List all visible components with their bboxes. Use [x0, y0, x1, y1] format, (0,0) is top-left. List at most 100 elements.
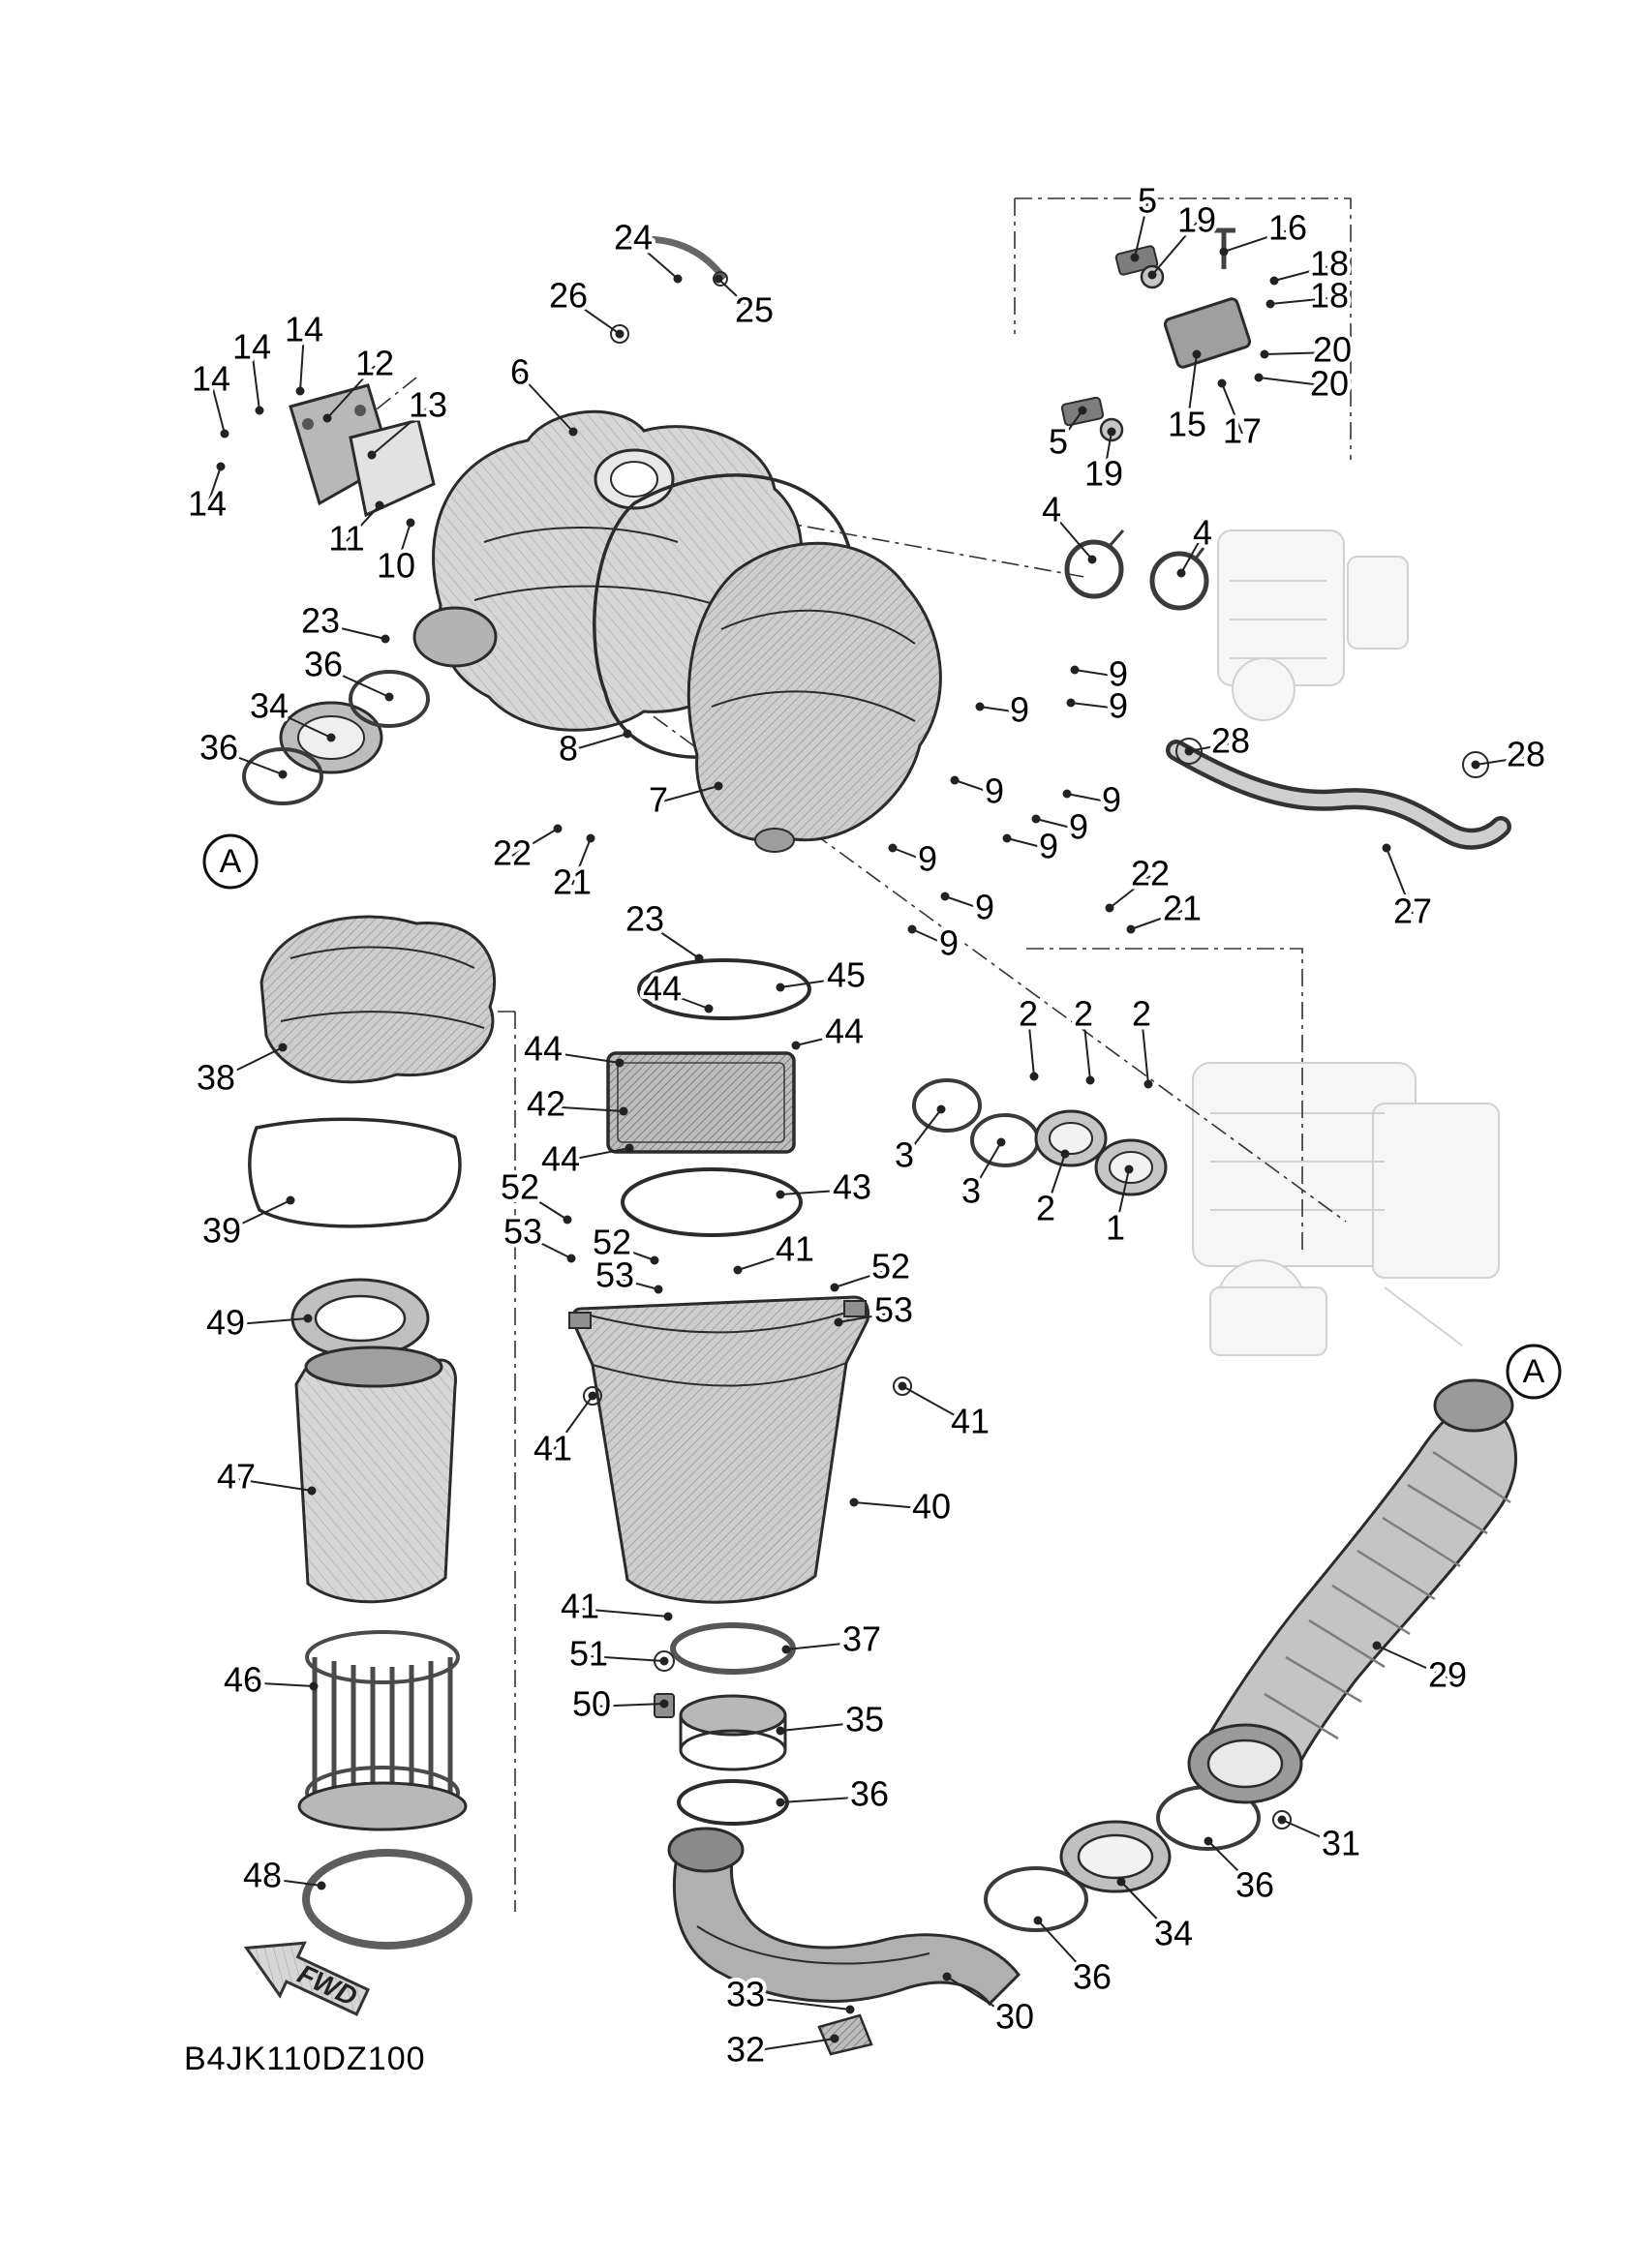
- callout-27: 27: [1382, 843, 1436, 935]
- callout-number: 22: [493, 833, 532, 873]
- part-stay-rod: [610, 236, 728, 344]
- callout-25: 25: [714, 274, 777, 334]
- callout-number: 21: [1163, 889, 1202, 928]
- callout-number: 44: [541, 1139, 580, 1179]
- callout-18: 18: [1265, 272, 1353, 319]
- callout-44: 44: [791, 1008, 868, 1055]
- callout-52: 52: [497, 1164, 572, 1225]
- callout-number: 36: [199, 728, 238, 768]
- callout-53: 53: [500, 1208, 576, 1263]
- callout-53: 53: [834, 1286, 917, 1334]
- part-intake-joints: [912, 1078, 1168, 1196]
- callout-number: 29: [1428, 1655, 1467, 1695]
- callout-41: 41: [898, 1381, 993, 1445]
- callout-number: 3: [895, 1135, 914, 1175]
- callout-8: 8: [555, 725, 632, 772]
- callout-number: 14: [232, 327, 271, 367]
- callout-number: 46: [224, 1660, 262, 1700]
- callout-50: 50: [568, 1680, 669, 1728]
- callout-number: 4: [1193, 513, 1212, 553]
- callout-number: 24: [614, 218, 653, 257]
- callout-52: 52: [589, 1219, 659, 1266]
- callout-11: 11: [324, 500, 384, 562]
- callout-14: 14: [229, 323, 275, 415]
- callout-number: 2: [1074, 994, 1093, 1034]
- callout-2: 2: [1015, 990, 1042, 1081]
- callout-30: 30: [942, 1972, 1038, 2041]
- part-air-cleaner-case: [568, 1295, 870, 1604]
- callout-number: 9: [1109, 654, 1128, 694]
- callout-44: 44: [639, 965, 714, 1013]
- callout-23: 23: [622, 895, 704, 963]
- callout-52: 52: [830, 1243, 914, 1292]
- callout-2: 2: [1128, 990, 1155, 1089]
- callout-47: 47: [213, 1453, 317, 1500]
- callout-number: 26: [549, 276, 588, 316]
- callout-31: 31: [1277, 1815, 1364, 1867]
- callout-number: 9: [1102, 780, 1121, 820]
- callout-number: 40: [912, 1487, 951, 1527]
- callout-number: 5: [1138, 181, 1157, 221]
- part-duct-joint-right: [984, 1785, 1261, 1932]
- callout-number: 48: [243, 1856, 282, 1895]
- callout-9: 9: [907, 920, 962, 967]
- callout-number: 22: [1131, 854, 1170, 893]
- callout-number: 19: [1177, 200, 1216, 240]
- callout-39: 39: [198, 1195, 295, 1255]
- callout-number: 2: [1132, 994, 1151, 1034]
- callout-15: 15: [1164, 349, 1210, 448]
- callout-3: 3: [958, 1137, 1006, 1215]
- callout-19: 19: [1147, 197, 1220, 280]
- callout-number: 9: [1039, 827, 1058, 866]
- callout-49: 49: [202, 1299, 313, 1346]
- ref-marker-A: A: [202, 833, 259, 890]
- callout-number: 25: [735, 290, 774, 330]
- callout-9: 9: [888, 835, 941, 883]
- callout-number: 41: [533, 1429, 572, 1468]
- callout-number: 35: [845, 1700, 884, 1739]
- part-seal-49: [290, 1278, 430, 1359]
- callout-number: 9: [1109, 686, 1128, 726]
- callout-number: 2: [1036, 1189, 1055, 1228]
- callout-number: 44: [825, 1012, 864, 1051]
- callout-number: 10: [377, 546, 415, 586]
- part-left-duct-joint: [242, 670, 430, 805]
- callout-number: 36: [1235, 1865, 1274, 1905]
- callout-14: 14: [281, 306, 327, 396]
- callout-number: 9: [1069, 807, 1088, 847]
- callout-14: 14: [188, 355, 234, 438]
- part-resonator-gasket: [248, 1117, 462, 1228]
- callout-9: 9: [1002, 823, 1062, 870]
- callout-number: 34: [250, 686, 289, 726]
- callout-number: 8: [559, 729, 578, 769]
- callout-4: 4: [1176, 509, 1216, 578]
- callout-number: 2: [1019, 994, 1038, 1034]
- callout-17: 17: [1217, 378, 1265, 455]
- callout-44: 44: [537, 1135, 634, 1183]
- callout-number: 34: [1154, 1914, 1193, 1953]
- callout-number: 14: [188, 484, 227, 524]
- part-corrugated-duct: [1187, 1378, 1517, 1804]
- callout-36: 36: [1033, 1916, 1115, 2001]
- callout-36: 36: [196, 724, 288, 779]
- callout-number: 3: [961, 1171, 981, 1211]
- reference-marker-layer: AA: [202, 833, 1562, 1400]
- callout-41: 41: [733, 1225, 818, 1275]
- callout-number: 18: [1310, 276, 1349, 316]
- callout-number: 38: [197, 1058, 235, 1098]
- callout-2: 2: [1070, 990, 1097, 1085]
- callout-number: 23: [625, 899, 664, 939]
- callout-9: 9: [1031, 803, 1092, 851]
- callout-number: 33: [726, 1975, 765, 2014]
- callout-36: 36: [300, 641, 394, 702]
- callout-number: 9: [975, 888, 994, 927]
- callout-10: 10: [373, 518, 419, 590]
- callout-23: 23: [297, 597, 390, 645]
- callout-number: 53: [595, 1255, 634, 1295]
- callout-19: 19: [1081, 427, 1127, 498]
- callout-number: 1: [1106, 1208, 1125, 1248]
- callout-12: 12: [322, 340, 398, 423]
